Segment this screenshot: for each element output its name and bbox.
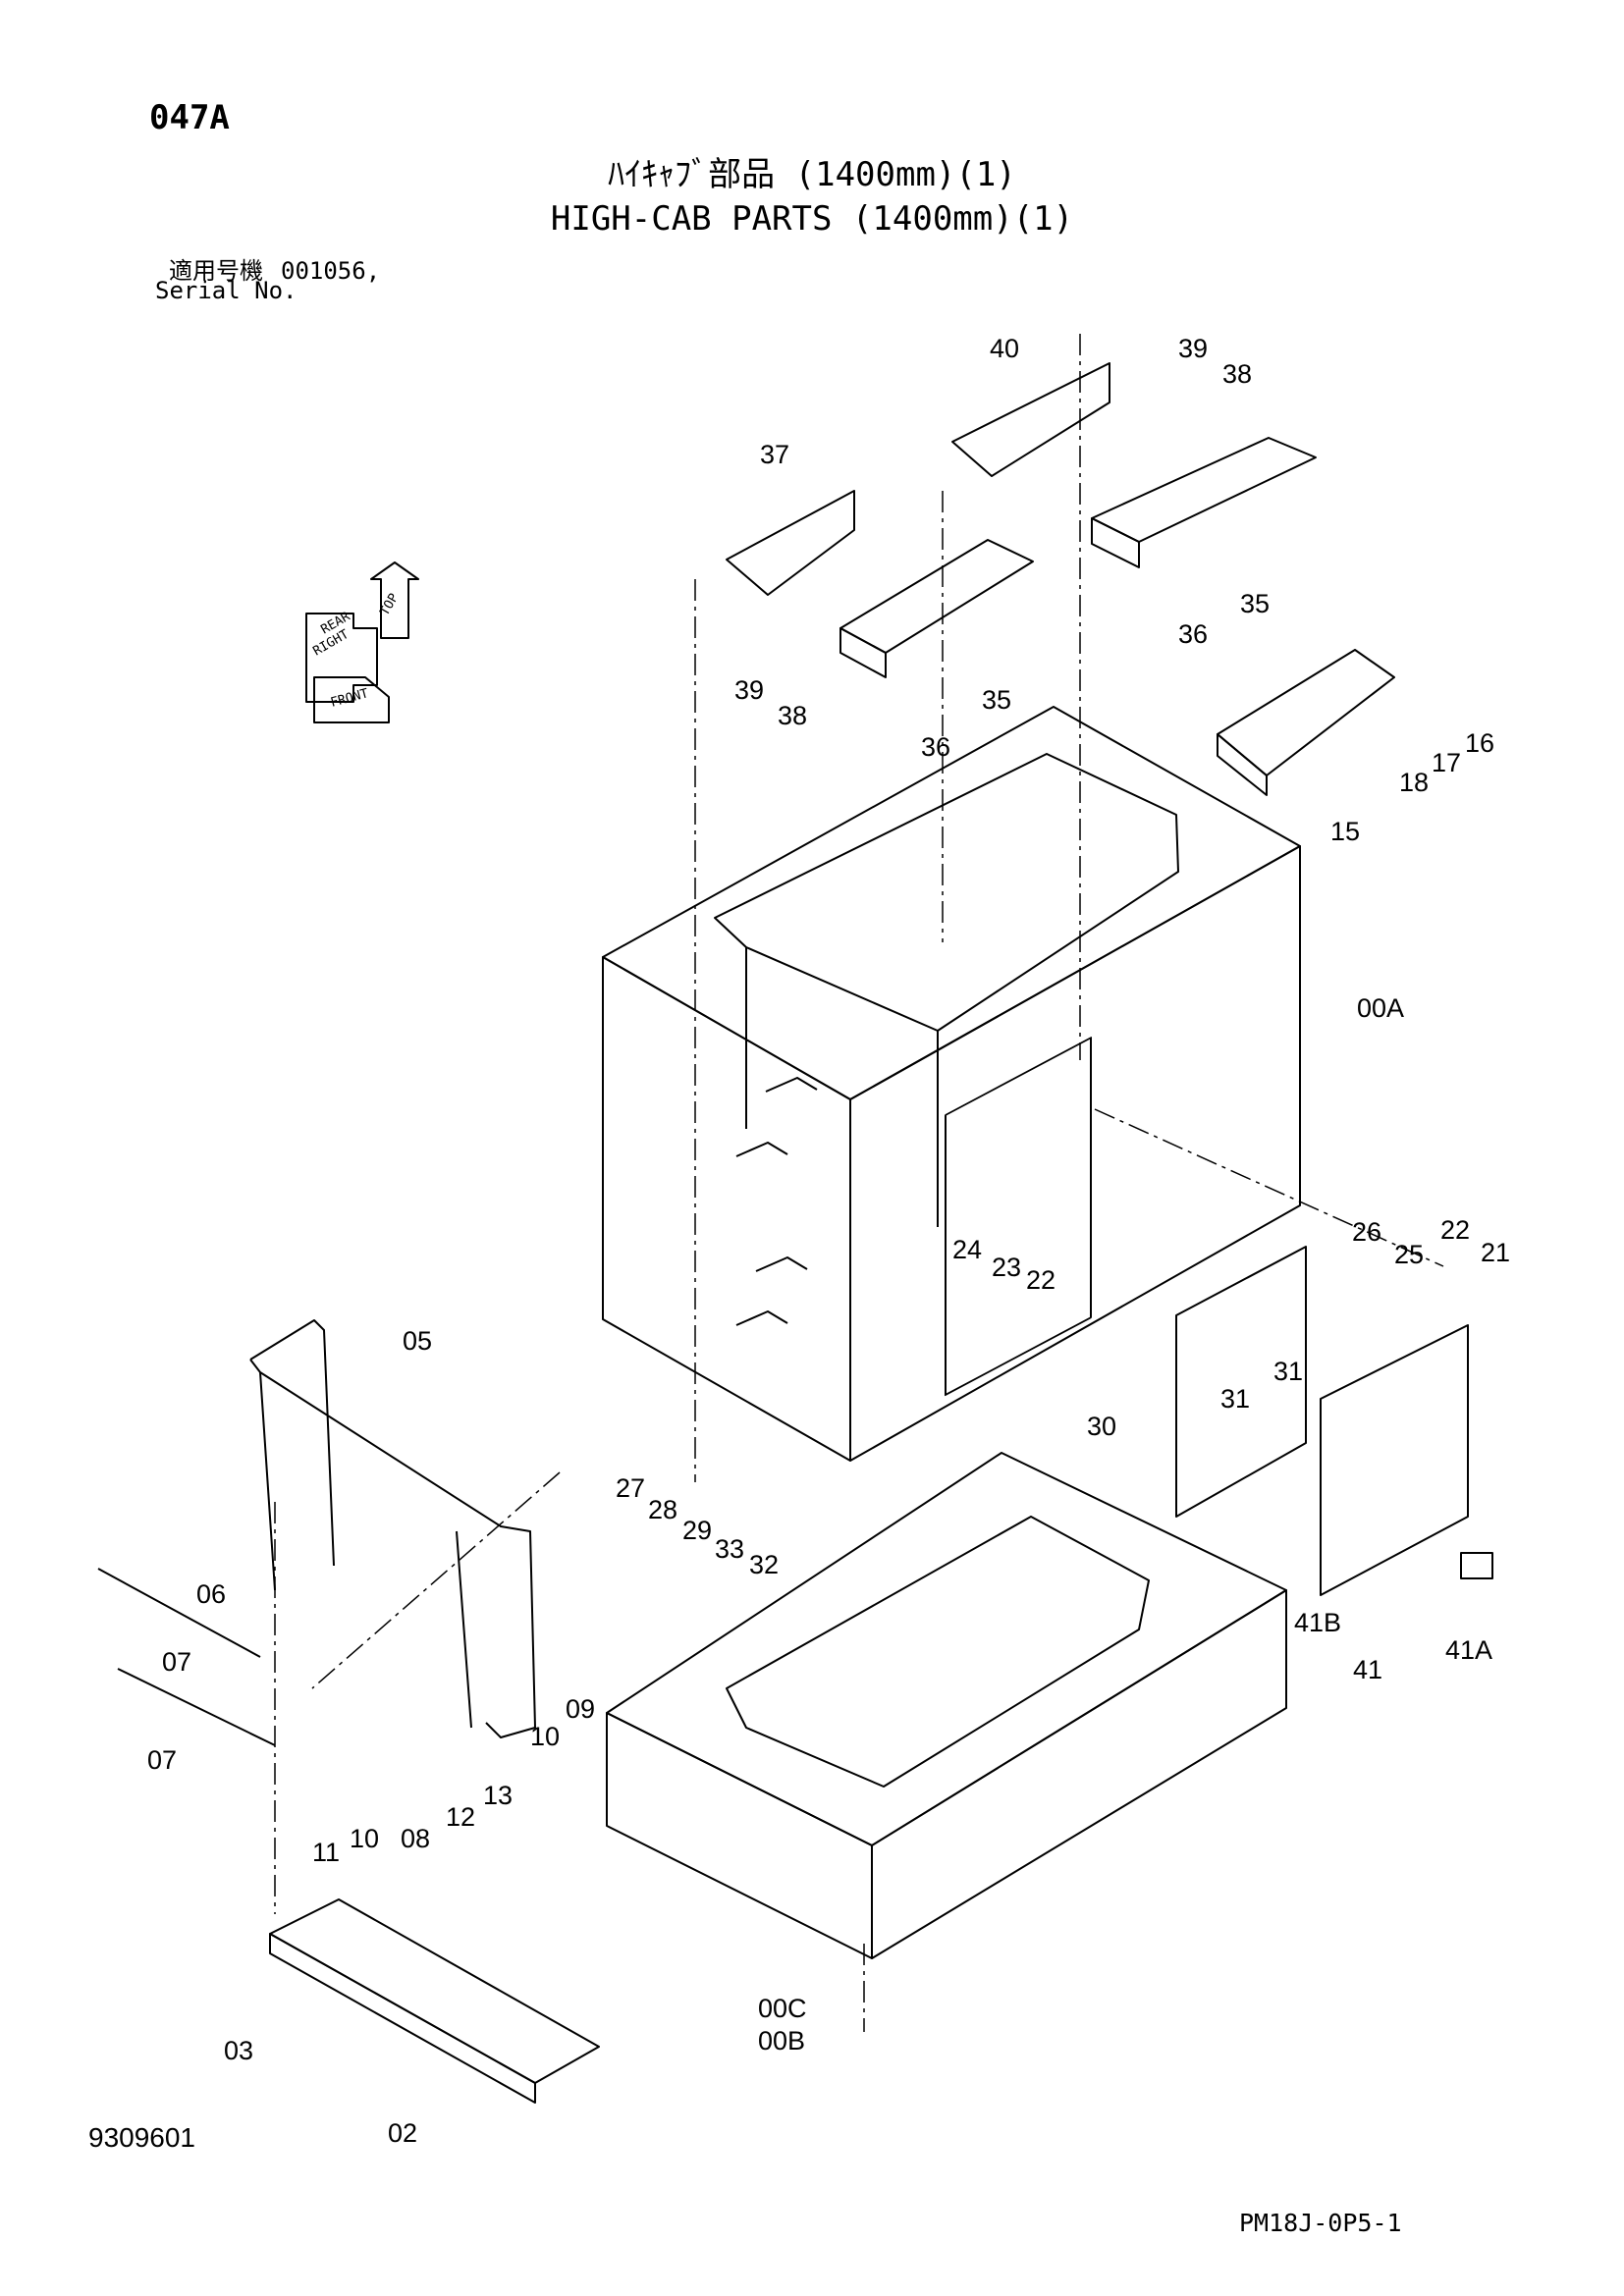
- callout-39: 39: [734, 675, 764, 705]
- callout-41b: 41B: [1294, 1608, 1341, 1637]
- drawing-number: 9309601: [88, 2122, 196, 2153]
- callout-41: 41: [1353, 1655, 1382, 1684]
- callout-10: 10: [530, 1722, 560, 1751]
- callout-00b: 00B: [758, 2026, 805, 2056]
- callout-15: 15: [1330, 817, 1360, 846]
- callout-37: 37: [760, 440, 789, 469]
- callout-17: 17: [1432, 748, 1461, 777]
- callout-08: 08: [401, 1824, 430, 1853]
- callout-35: 35: [982, 685, 1011, 715]
- callout-07: 07: [147, 1745, 177, 1775]
- callout-30: 30: [1087, 1412, 1116, 1441]
- base-frame-part: [606, 1452, 1287, 1959]
- callout-24: 24: [952, 1235, 982, 1264]
- callout-28: 28: [648, 1495, 677, 1524]
- callout-11: 11: [312, 1838, 340, 1867]
- callout-39: 39: [1178, 334, 1208, 363]
- callout-00a: 00A: [1357, 993, 1404, 1023]
- step-brackets: [726, 362, 1110, 596]
- callout-21: 21: [1481, 1238, 1510, 1267]
- serial-label-english: Serial No.: [155, 277, 298, 304]
- callout-13: 13: [483, 1781, 513, 1810]
- callout-32: 32: [749, 1550, 779, 1579]
- callout-05: 05: [403, 1326, 432, 1356]
- callout-38: 38: [1222, 359, 1252, 389]
- handrail-part: [97, 1319, 536, 1746]
- side-handholds: [735, 1077, 818, 1326]
- callout-09: 09: [566, 1694, 595, 1724]
- callout-36: 36: [921, 732, 950, 762]
- serial-row-japanese: 適用号機 001056,: [169, 251, 380, 286]
- title-japanese: ﾊｲｷｬﾌﾞ部品 (1400mm)(1): [608, 155, 1016, 194]
- serial-value: 001056,: [281, 257, 381, 285]
- callout-02: 02: [388, 2118, 417, 2148]
- side-panels: [1175, 1246, 1493, 1596]
- callout-26: 26: [1352, 1217, 1381, 1247]
- callout-23: 23: [992, 1253, 1021, 1282]
- callout-06: 06: [196, 1579, 226, 1609]
- callout-29: 29: [682, 1516, 712, 1545]
- callout-00c: 00C: [758, 1994, 807, 2023]
- callout-18: 18: [1399, 768, 1429, 797]
- cab-body-part: [602, 706, 1301, 1462]
- orientation-label-front: FRONT: [329, 686, 370, 711]
- callout-33: 33: [715, 1534, 744, 1564]
- callout-31: 31: [1273, 1357, 1303, 1386]
- callout-27: 27: [616, 1473, 645, 1503]
- callout-40: 40: [990, 334, 1019, 363]
- callout-22: 22: [1026, 1265, 1056, 1295]
- callout-07: 07: [162, 1647, 191, 1677]
- title-english: HIGH-CAB PARTS (1400mm)(1): [550, 199, 1074, 239]
- callout-03: 03: [224, 2036, 253, 2065]
- callout-12: 12: [446, 1802, 475, 1832]
- panel-latch-icon: [1460, 1552, 1493, 1579]
- callout-35: 35: [1240, 589, 1270, 618]
- page-id: 047A: [149, 98, 230, 137]
- serial-label-japanese: 適用号機: [169, 257, 263, 285]
- callout-38: 38: [778, 701, 807, 730]
- callout-22: 22: [1440, 1215, 1470, 1245]
- callout-labels: 40 39 38 37 35 36 39 38 35 36 16 17 18 1…: [147, 334, 1510, 2148]
- grating-step-part: [269, 1898, 600, 2104]
- callout-36: 36: [1178, 619, 1208, 649]
- callout-31: 31: [1220, 1384, 1250, 1414]
- callout-41a: 41A: [1445, 1635, 1492, 1665]
- callout-25: 25: [1394, 1240, 1424, 1269]
- page-code: PM18J-0P5-1: [1239, 2209, 1402, 2237]
- callout-16: 16: [1465, 728, 1494, 758]
- callout-10: 10: [350, 1824, 379, 1853]
- orientation-arrows-icon: REAR RIGHT TOP FRONT: [305, 561, 419, 723]
- step-plates: [839, 437, 1395, 796]
